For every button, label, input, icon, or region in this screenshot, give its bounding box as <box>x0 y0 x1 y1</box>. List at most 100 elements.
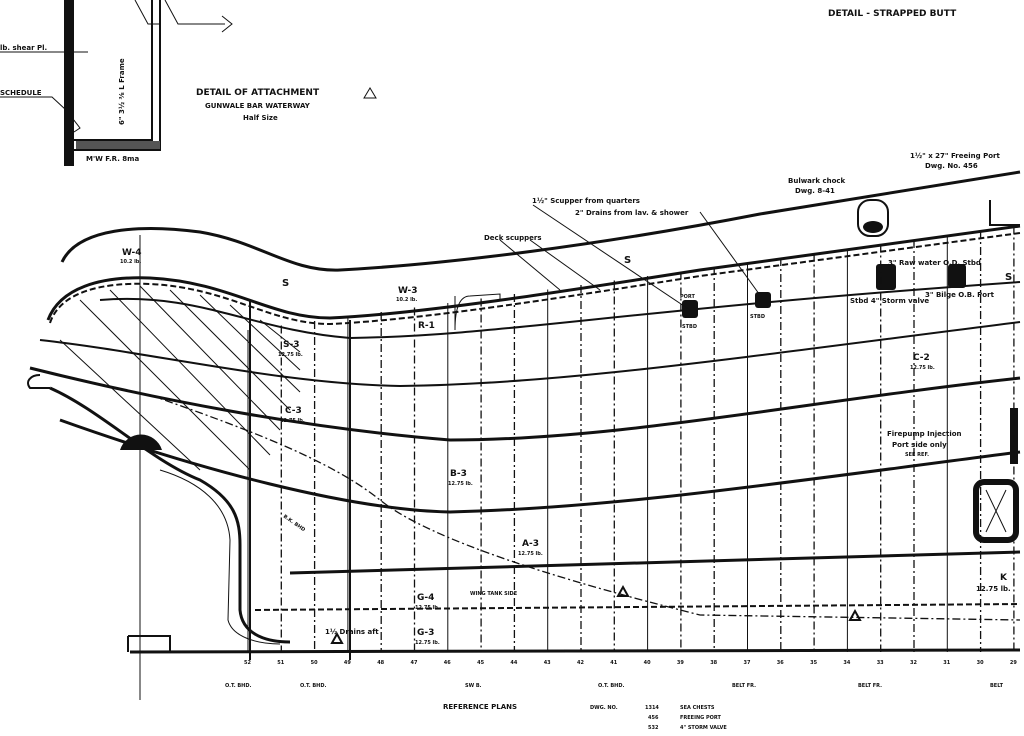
seam-a3 <box>289 550 1021 575</box>
label-frame: 6" 3½ ⅜ L Frame <box>118 58 126 125</box>
strake-id: C-2 <box>913 353 930 363</box>
callout-freeing-port-dwg: Dwg. No. 456 <box>925 162 978 170</box>
strake-weight: 12.75 lb. <box>518 551 543 557</box>
dwg-desc: SEA CHESTS <box>680 705 715 711</box>
label-stbd: STBD <box>682 324 697 330</box>
frame-number: 49 <box>344 660 351 666</box>
frame-number: 47 <box>411 660 418 666</box>
triangle-marker-icon <box>363 87 377 99</box>
strake-id: G-4 <box>417 593 434 603</box>
strake-id: W-3 <box>398 286 418 296</box>
callout-raw-water: 3" Raw water O.D. Stbd <box>888 259 981 267</box>
bulkhead-label: O.T. BHD. <box>225 683 251 689</box>
sea-chest-icon <box>973 479 1019 543</box>
seam-c3 <box>29 366 1021 442</box>
callout-wing-tank: WING TANK SIDE <box>470 591 518 597</box>
label-shear: lb. shear Pl. <box>0 44 47 52</box>
arrow-icon <box>134 0 233 33</box>
stern-outline <box>49 386 291 644</box>
frame-number: 34 <box>843 660 850 666</box>
triangle-marker-icon <box>848 608 862 621</box>
hatch-waterway <box>76 141 160 149</box>
dwg-desc: 4" STORM VALVE <box>680 725 727 731</box>
strake-id: B-3 <box>450 469 467 479</box>
callout-scupper: 1½" Scupper from quarters <box>532 197 640 205</box>
callout-deck-scuppers: Deck scuppers <box>484 234 542 242</box>
frame-angle <box>74 0 153 141</box>
strake-weight: 12.75 lb. <box>280 418 305 424</box>
wing-tank-line <box>149 394 1021 621</box>
bulwark-top <box>60 170 1021 272</box>
dwg-no: 1314 <box>645 705 659 711</box>
strake-weight: 12.75 lb. <box>448 481 473 487</box>
frame-number: 40 <box>644 660 651 666</box>
detail-scale: Half Size <box>243 114 278 122</box>
frame-number: 30 <box>977 660 984 666</box>
bulkhead-label: BELT <box>990 683 1004 689</box>
detail-subtitle: GUNWALE BAR WATERWAY <box>205 102 311 110</box>
strake-id: G-3 <box>417 628 434 638</box>
triangle-marker-icon <box>330 631 344 644</box>
reference-plans-title: REFERENCE PLANS <box>443 703 517 711</box>
frame-number: 46 <box>444 660 451 666</box>
frame-number: 45 <box>477 660 484 666</box>
label-schedule: SCHEDULE <box>0 89 42 97</box>
frame-number: 51 <box>277 660 284 666</box>
strake-id: K <box>1000 573 1008 583</box>
strake-weight: 12.75 lb. <box>278 352 303 358</box>
bulkhead-label: O.T. BHD. <box>300 683 326 689</box>
half-circle-marker <box>120 434 162 450</box>
label-stbd-2: STBD <box>750 314 765 320</box>
keel-line <box>129 648 1021 654</box>
frame-number: 32 <box>910 660 917 666</box>
frame-number: 48 <box>377 660 384 666</box>
shear-plate <box>64 0 74 166</box>
s-mark-3: S <box>1005 272 1012 283</box>
s-mark-2: S <box>624 255 631 266</box>
frame-number: 39 <box>677 660 684 666</box>
sheer-line <box>46 224 1021 321</box>
seam-g4 <box>254 603 1021 611</box>
s-mark: S <box>282 278 289 289</box>
frame-number: 36 <box>777 660 784 666</box>
frame-number: 41 <box>610 660 617 666</box>
frame-angle-outer <box>74 0 161 151</box>
callout-bilge: 3" Bilge O.B. Port <box>925 291 995 299</box>
callout-port-side: Port side only <box>892 441 947 449</box>
frame-number: 38 <box>710 660 717 666</box>
frame-number: 33 <box>877 660 884 666</box>
strake-weight: 10.2 lb. <box>120 259 141 265</box>
frame-number: 43 <box>544 660 551 666</box>
frame-number: 52 <box>244 660 251 666</box>
label-mw: M'W F.R. 8ma <box>86 155 139 163</box>
stbd-scupper-icon <box>755 292 771 308</box>
bow-hatching <box>59 285 301 471</box>
frame-lines <box>247 226 1015 652</box>
triangle-marker-icon <box>616 584 630 597</box>
callout-drains-aft: 1½ Drains aft <box>325 628 379 636</box>
callout-drains: 2" Drains from lav. & shower <box>575 209 689 217</box>
dwg-no: 456 <box>648 715 659 721</box>
strake-weight: 12.75 lb. <box>910 365 935 371</box>
header-title: DETAIL - STRAPPED BUTT <box>828 9 957 19</box>
storm-valve-icon <box>876 264 896 290</box>
strake-weight: 12.75 lb. <box>415 605 440 611</box>
frame-number: 42 <box>577 660 584 666</box>
dwg-desc: FREEING PORT <box>680 715 722 721</box>
seam-b3 <box>59 418 1021 514</box>
frame-number: 35 <box>810 660 817 666</box>
raw-water-icon <box>948 264 966 288</box>
strake-weight: 10.2 lb. <box>396 297 417 303</box>
callout-bulwark-dwg: Dwg. 8-41 <box>795 187 835 195</box>
frame-number: 37 <box>744 660 751 666</box>
callout-firepump: Firepump Injection <box>887 430 962 438</box>
bulkhead-labels: O.T. BHD. O.T. BHD. SW B. O.T. BHD. BELT… <box>225 683 1004 689</box>
frame-number: 31 <box>943 660 950 666</box>
bulkhead-label: BELT FR. <box>732 683 756 689</box>
bulkhead-label: O.T. BHD. <box>598 683 624 689</box>
strake-id: C-3 <box>285 406 302 416</box>
strake-id: W-4 <box>122 248 142 258</box>
freeing-port-outline <box>454 293 501 331</box>
